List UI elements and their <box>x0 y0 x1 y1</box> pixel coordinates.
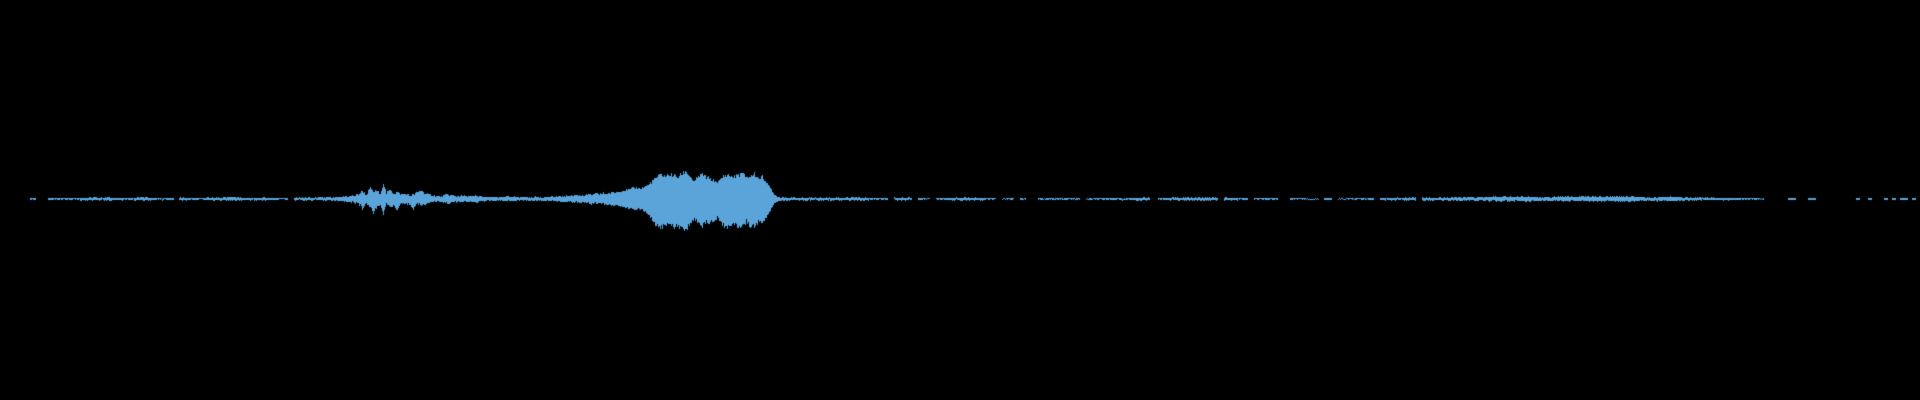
waveform-viewer <box>0 0 1920 400</box>
audio-waveform-canvas[interactable] <box>0 0 1920 400</box>
